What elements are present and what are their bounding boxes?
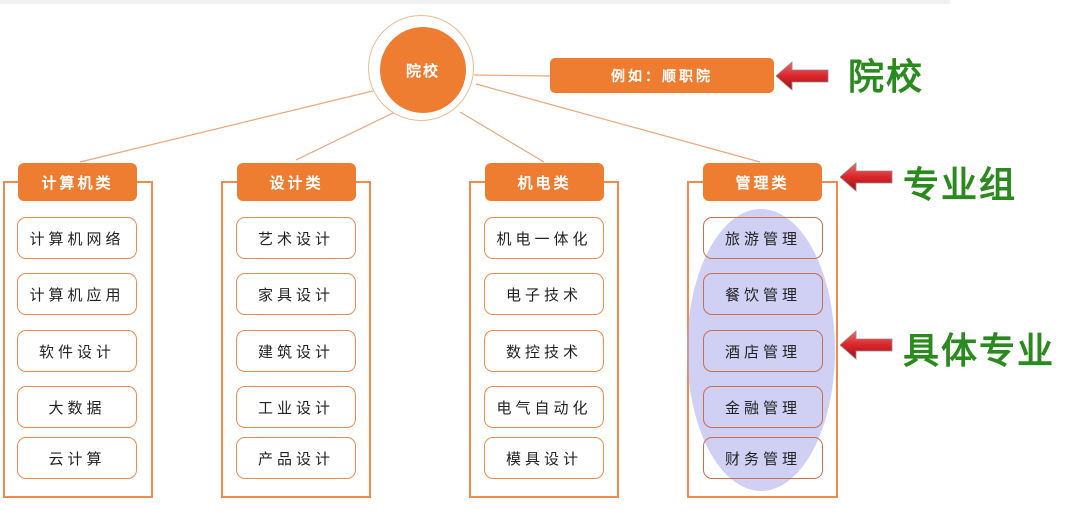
connector-root-mechatronics bbox=[459, 111, 545, 163]
example-node[interactable]: 例如：顺职院 bbox=[550, 58, 774, 93]
annotation-specific-major: 具体专业 bbox=[903, 331, 1056, 372]
connector-root-example bbox=[473, 74, 551, 77]
connector-root-computer bbox=[79, 87, 386, 163]
major-item[interactable]: 建筑设计 bbox=[236, 330, 356, 372]
major-item[interactable]: 软件设计 bbox=[17, 330, 137, 372]
annotation-school: 院校 bbox=[848, 57, 925, 98]
major-item[interactable]: 餐饮管理 bbox=[703, 273, 823, 315]
major-item[interactable]: 电气自动化 bbox=[484, 386, 604, 428]
arrow-left-icon bbox=[840, 330, 893, 360]
major-item[interactable]: 艺术设计 bbox=[236, 217, 356, 259]
major-item[interactable]: 工业设计 bbox=[236, 386, 356, 428]
top-band bbox=[0, 0, 950, 4]
arrow-left-icon bbox=[776, 61, 829, 91]
major-item[interactable]: 家具设计 bbox=[236, 273, 356, 315]
connector-root-design bbox=[295, 111, 396, 161]
group-head-mechatronics[interactable]: 机电类 bbox=[485, 163, 604, 201]
major-item[interactable]: 旅游管理 bbox=[703, 217, 823, 259]
group-head-computer[interactable]: 计算机类 bbox=[18, 163, 137, 201]
major-item[interactable]: 大数据 bbox=[17, 386, 137, 428]
major-item[interactable]: 产品设计 bbox=[236, 437, 356, 479]
major-item[interactable]: 数控技术 bbox=[484, 330, 604, 372]
group-head-design[interactable]: 设计类 bbox=[237, 163, 356, 201]
major-item[interactable]: 云计算 bbox=[17, 437, 137, 479]
major-item[interactable]: 模具设计 bbox=[484, 437, 604, 479]
annotation-major-group: 专业组 bbox=[903, 165, 1018, 206]
major-item[interactable]: 机电一体化 bbox=[484, 217, 604, 259]
group-head-management[interactable]: 管理类 bbox=[703, 163, 822, 201]
arrow-left-icon bbox=[840, 162, 893, 192]
major-item[interactable]: 计算机应用 bbox=[17, 273, 137, 315]
major-item[interactable]: 酒店管理 bbox=[703, 330, 823, 372]
connector-root-management bbox=[475, 83, 761, 163]
major-item[interactable]: 计算机网络 bbox=[17, 217, 137, 259]
root-node-school[interactable]: 院校 bbox=[380, 27, 466, 113]
major-item[interactable]: 电子技术 bbox=[484, 273, 604, 315]
major-item[interactable]: 金融管理 bbox=[703, 386, 823, 428]
major-item[interactable]: 财务管理 bbox=[703, 437, 823, 479]
